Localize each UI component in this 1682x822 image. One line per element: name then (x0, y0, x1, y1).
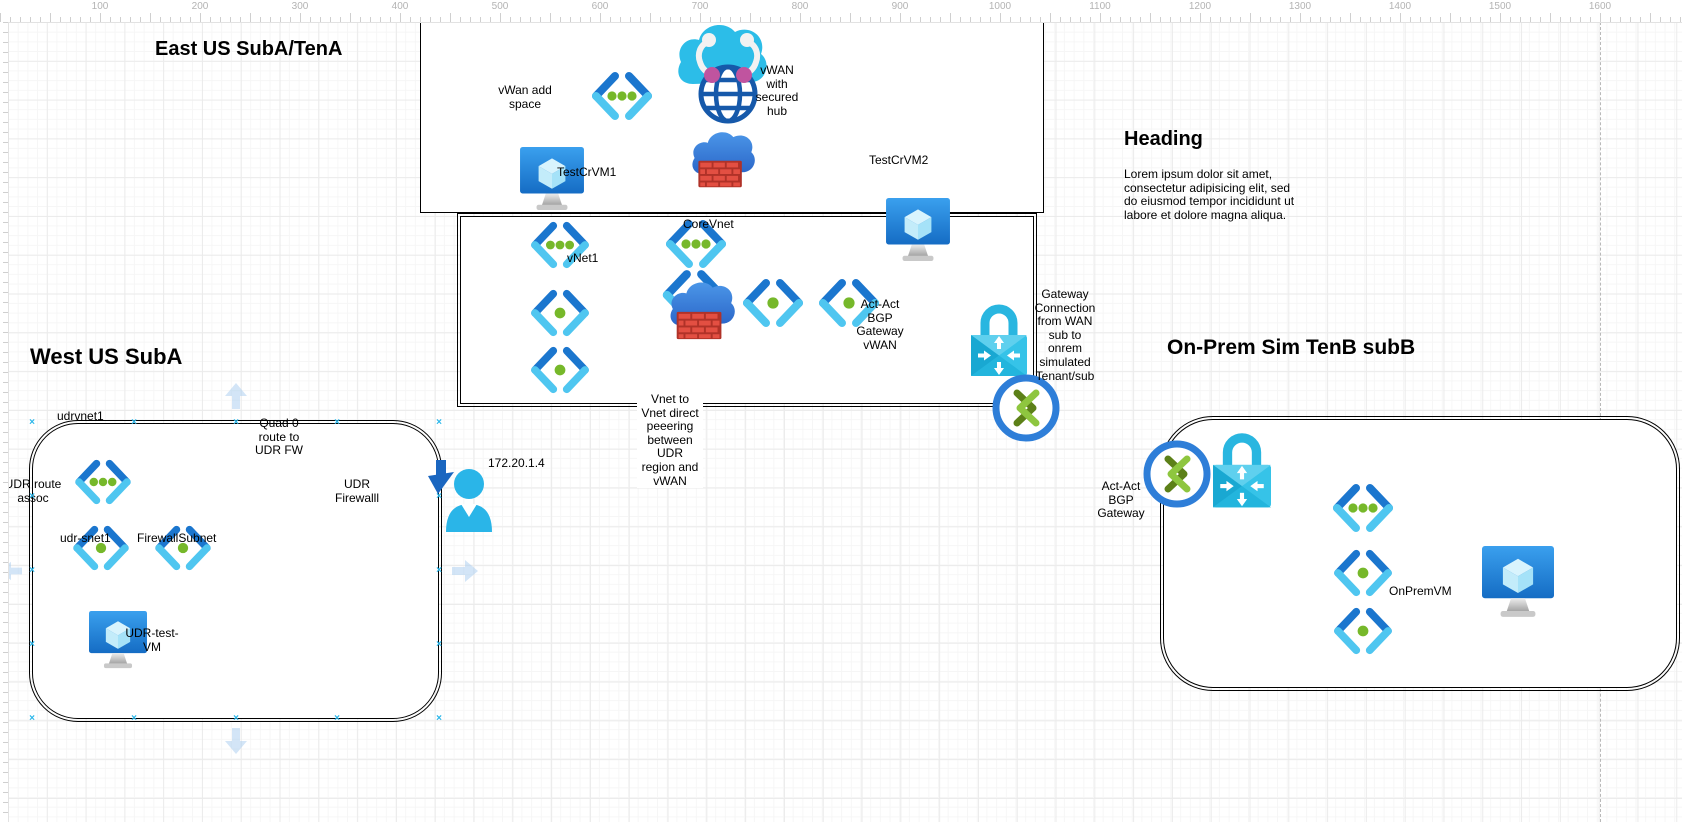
quad0-route-label[interactable]: Quad 0 route to UDR FW (255, 416, 303, 458)
selection-handle-x[interactable]: × (29, 417, 35, 428)
selection-handle-x[interactable]: × (131, 713, 137, 724)
ruler-label: 700 (691, 1, 709, 12)
vnet-peering-note[interactable]: Vnet to Vnet direct peeering between UDR… (637, 392, 703, 489)
firewall-user-icon[interactable] (427, 458, 497, 532)
subnet-icon[interactable] (1327, 606, 1399, 656)
vwan-addspace-label[interactable]: vWan add space (498, 83, 552, 111)
azure-firewall-cloud-icon[interactable] (666, 274, 736, 342)
actact-bgp-label[interactable]: Act-Act BGP Gateway (1097, 479, 1145, 521)
vpn-gateway-lock-icon[interactable] (1213, 430, 1271, 508)
selection-handle-x[interactable]: × (29, 491, 35, 502)
selection-handle-x[interactable]: × (436, 565, 442, 576)
subnet-icon[interactable] (1327, 548, 1399, 598)
vpn-gateway-lock-icon[interactable] (971, 302, 1027, 376)
vertical-ruler[interactable] (0, 22, 9, 822)
udr-route-assoc-label[interactable]: UDR route assoc (4, 477, 62, 505)
udrvnet1-label[interactable]: udrvnet1 (57, 409, 104, 423)
testcrvm1-label[interactable]: TestCrVM1 (557, 165, 617, 179)
selection-handle-x[interactable]: × (131, 417, 137, 428)
gateway-connection-icon[interactable] (992, 374, 1060, 442)
vm-icon-onpremvm[interactable] (1480, 546, 1556, 618)
firewall-ip-label[interactable]: 172.20.1.4 (488, 456, 545, 470)
clone-hint-arrow-up[interactable] (225, 383, 247, 409)
corevnet-label[interactable]: CoreVnet (683, 217, 734, 231)
vnet1-label[interactable]: vNet1 (567, 251, 599, 265)
onprem-region-container[interactable] (1160, 416, 1680, 691)
ruler-label: 300 (291, 1, 309, 12)
ruler-label: 400 (391, 1, 409, 12)
ruler-label: 1000 (988, 1, 1012, 12)
selection-handle-x[interactable]: × (436, 491, 442, 502)
west-region-container[interactable] (29, 420, 442, 722)
subnet-icon[interactable] (816, 277, 882, 329)
ruler-label: 900 (891, 1, 909, 12)
ruler-label: 1300 (1288, 1, 1312, 12)
selection-handle-x[interactable]: × (436, 417, 442, 428)
selection-handle-x[interactable]: × (233, 713, 239, 724)
clone-hint-arrow-down[interactable] (225, 728, 247, 754)
gateway-connection-note[interactable]: Gateway Connection from WAN sub to onrem… (1034, 287, 1096, 383)
ruler-label: 1200 (1188, 1, 1212, 12)
selection-handle-x[interactable]: × (436, 713, 442, 724)
ruler-label: 200 (191, 1, 209, 12)
east-region-title[interactable]: East US SubA/TenA (155, 38, 343, 60)
selection-handle-x[interactable]: × (233, 417, 239, 428)
subnet-icon-udr-snet1[interactable] (68, 524, 134, 572)
selection-handle-x[interactable]: × (334, 713, 340, 724)
testcrvm2-label[interactable]: TestCrVM2 (869, 153, 929, 167)
udr-firewall-label[interactable]: UDR Firewalll (334, 477, 379, 505)
virtual-network-icon[interactable] (590, 70, 654, 122)
actact-bgp-vwan-label[interactable]: Act-Act BGP Gateway vWAN (856, 297, 904, 352)
clone-hint-arrow-right[interactable] (452, 560, 478, 582)
udr-snet1-label[interactable]: udr-snet1 (60, 531, 111, 545)
gateway-connection-icon[interactable] (1143, 440, 1211, 508)
selection-handle-x[interactable]: × (334, 417, 340, 428)
subnet-icon-firewallsubnet[interactable] (150, 524, 216, 572)
ruler-label: 1600 (1588, 1, 1612, 12)
virtual-network-icon-corevnet[interactable] (663, 218, 729, 270)
vwan-secured-hub-icon[interactable] (671, 14, 771, 126)
ruler-label: 100 (91, 1, 109, 12)
onpremvm-label[interactable]: OnPremVM (1389, 584, 1452, 598)
ruler-label: 500 (491, 1, 509, 12)
virtual-network-icon-udrvnet1[interactable] (70, 458, 136, 506)
vwan-hub-label[interactable]: vWAN with secured hub (755, 63, 799, 118)
azure-firewall-cloud-icon[interactable] (688, 124, 756, 190)
horizontal-ruler[interactable]: 100 200 300 400 500 600 700 800 900 1000 1100 1200 1… (0, 0, 1682, 23)
selection-handle-x[interactable]: × (436, 639, 442, 650)
firewallsubnet-label[interactable]: FirewallSubnet (137, 531, 217, 545)
ruler-label: 600 (591, 1, 609, 12)
selection-handle-x[interactable]: × (29, 713, 35, 724)
selection-handle-x[interactable]: × (29, 565, 35, 576)
virtual-network-icon[interactable] (527, 220, 593, 270)
selection-handle-x[interactable]: × (29, 639, 35, 650)
subnet-icon[interactable] (527, 288, 593, 338)
ruler-label: 1400 (1388, 1, 1412, 12)
udr-test-vm-label[interactable]: UDR-test- VM (125, 626, 179, 654)
heading-body-text[interactable]: Lorem ipsum dolor sit amet, consectetur … (1124, 167, 1295, 222)
subnet-icon[interactable] (740, 277, 806, 329)
west-region-title[interactable]: West US SubA (30, 344, 183, 369)
notes-heading-title[interactable]: Heading (1124, 128, 1203, 150)
virtual-network-icon[interactable] (1327, 482, 1399, 534)
ruler-label: 800 (791, 1, 809, 12)
subnet-icon[interactable] (527, 345, 593, 395)
vm-icon-udr-test-vm[interactable] (83, 611, 153, 669)
ruler-label: 1100 (1089, 1, 1111, 12)
vm-icon-testcrvm1[interactable] (519, 147, 585, 211)
vm-icon-testcrvm2[interactable] (885, 198, 951, 262)
onprem-region-title[interactable]: On-Prem Sim TenB subB (1167, 336, 1416, 359)
ruler-label: 1500 (1488, 1, 1512, 12)
